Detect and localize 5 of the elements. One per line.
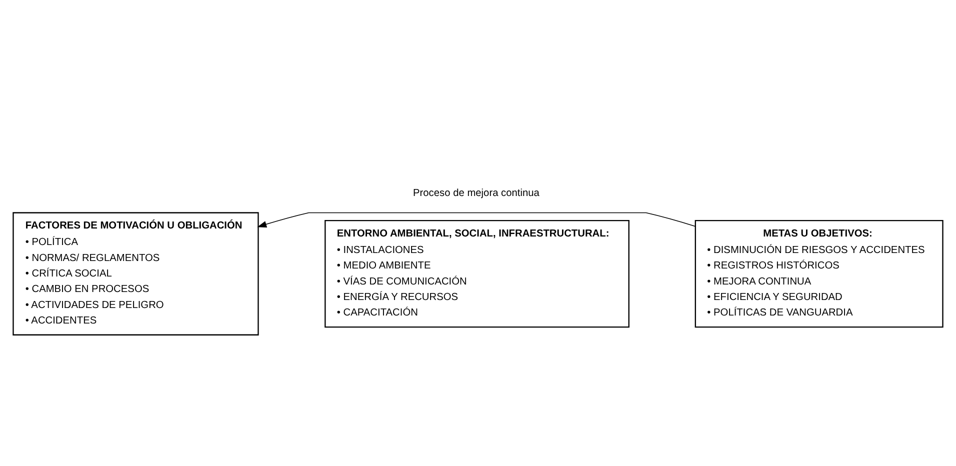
node-box: ENTORNO AMBIENTAL, SOCIAL, INFRAESTRUCTURAL: • INSTALACIONES • MEDIO AMBIENTE • VÍAS DE COMUNICACIÓN • ENERGÍA Y RECURSOS • CAPACITACIÓN xyxy=(324,220,630,328)
edge-label: Proceso de mejora continua xyxy=(413,187,540,198)
node-box: METAS U OBJETIVOS: • DISMINUCIÓN DE RIESGOS Y ACCIDENTES • REGISTROS HISTÓRICOS • MEJORA CONTINUA • EFICIENCIA Y SEGURIDAD • POLÍTICAS DE VANGUARDIA xyxy=(694,220,944,328)
arrow xyxy=(257,212,696,227)
node-box: FACTORES DE MOTIVACIÓN U OBLIGACIÓN • POLÍTICA • NORMAS/ REGLAMENTOS • CRÍTICA SOCIAL • CAMBIO EN PROCESOS • ACTIVIDADES DE PELIGRO • ACCIDENTES xyxy=(12,212,259,335)
